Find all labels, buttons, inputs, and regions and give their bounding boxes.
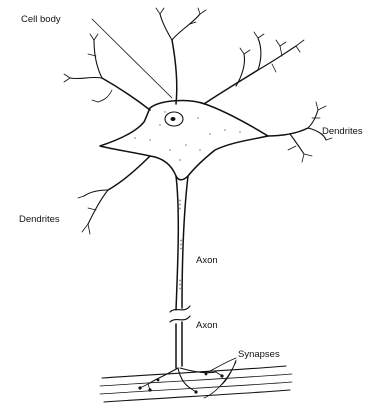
label-axon-upper: Axon [196, 255, 218, 266]
dendrite-tree-upper-left [64, 34, 150, 110]
dendrite-tree-lower-left [78, 156, 150, 234]
label-axon-lower: Axon [196, 320, 218, 331]
synapses-leader-line-2 [220, 360, 236, 386]
label-dendrites-left: Dendrites [19, 214, 60, 225]
axon-lower [176, 322, 182, 368]
label-synapses: Synapses [238, 349, 280, 360]
label-dendrites-right: Dendrites [322, 126, 363, 137]
nucleus [165, 112, 183, 126]
axon-break [170, 306, 190, 322]
label-cell-body: Cell body [21, 14, 61, 25]
axon-upper [176, 176, 188, 310]
dendrite-tree-upper-right [204, 32, 304, 104]
synapses-leader-line-3 [204, 362, 236, 398]
cell-body [100, 101, 268, 180]
cell-body-leader-line [92, 19, 172, 98]
